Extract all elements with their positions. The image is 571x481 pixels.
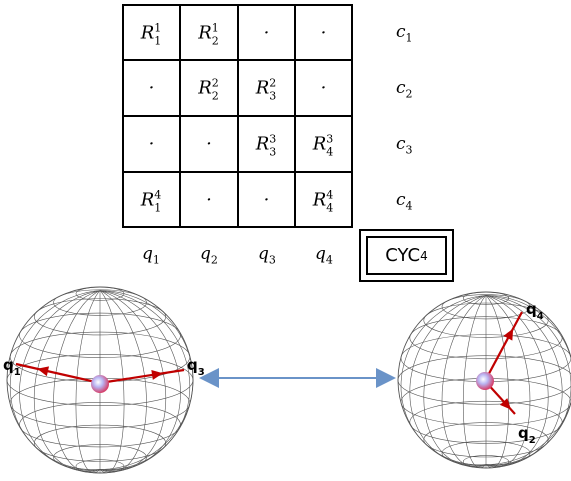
- matrix-empty-dot: ·: [320, 22, 327, 43]
- qubit-label: q3: [187, 356, 205, 378]
- bloch-spheres: q1 q3 q4 q2: [3, 286, 571, 474]
- qubit-label: q4: [526, 300, 544, 322]
- longitude-line: [462, 295, 487, 469]
- arrow-head: [503, 328, 514, 341]
- arrow-head: [151, 369, 163, 380]
- longitude-line: [99, 290, 147, 473]
- matrix-cell: ·: [122, 116, 180, 172]
- matrix-cell: ·: [295, 4, 353, 60]
- longitude-line: [99, 290, 125, 474]
- matrix-empty-dot: ·: [263, 22, 270, 43]
- longitude-line: [9, 290, 101, 470]
- qubit-label: q1: [3, 356, 21, 378]
- longitude-line: [485, 295, 571, 466]
- longitude-line: [33, 290, 101, 472]
- longitude-line: [99, 290, 191, 470]
- cyc-subscript: 4: [420, 248, 428, 263]
- row-label: c3: [396, 134, 413, 157]
- arrow-head: [499, 398, 511, 410]
- column-label: q3: [258, 244, 276, 267]
- matrix-empty-dot: ·: [206, 189, 212, 210]
- matrix-empty-dot: ·: [148, 77, 155, 99]
- matrix-cell: ·: [238, 4, 295, 60]
- matrix-cell: ·: [238, 172, 295, 228]
- matrix-cell: ·: [122, 60, 180, 116]
- state-vector: [484, 311, 523, 382]
- matrix-cell: ·: [180, 172, 238, 228]
- arrow-head: [37, 366, 50, 377]
- row-label: c4: [396, 190, 413, 213]
- longitude-line: [400, 295, 487, 466]
- longitude-line: [99, 290, 167, 472]
- longitude-line: [423, 295, 487, 467]
- center-ball: [91, 375, 109, 393]
- longitude-line: [485, 295, 549, 467]
- matrix-empty-dot: ·: [263, 189, 270, 210]
- row-label: c1: [396, 22, 413, 45]
- sphere-left: q1 q3: [3, 286, 205, 474]
- state-vector: [15, 362, 101, 385]
- sphere-outline: [6, 286, 194, 474]
- center-ball: [476, 372, 494, 390]
- sphere-right: q4 q2: [397, 291, 571, 469]
- column-label: q2: [200, 244, 218, 267]
- longitude-line: [485, 295, 531, 468]
- longitude-line: [75, 290, 101, 474]
- row-label: c2: [396, 78, 413, 101]
- qubit-label: q2: [518, 424, 536, 446]
- matrix-empty-dot: ·: [148, 133, 155, 155]
- column-label: q1: [142, 244, 160, 267]
- cyc-label: CYC: [385, 245, 421, 266]
- sphere-outline: [397, 291, 571, 469]
- column-label: q4: [315, 244, 333, 267]
- state-vector: [99, 368, 185, 385]
- longitude-line: [441, 295, 487, 468]
- matrix-cell: ·: [295, 60, 353, 116]
- matrix-empty-dot: ·: [206, 133, 212, 155]
- matrix-cell: ·: [180, 116, 238, 172]
- longitude-line: [53, 290, 101, 473]
- longitude-line: [485, 295, 571, 465]
- matrix-empty-dot: ·: [320, 77, 327, 99]
